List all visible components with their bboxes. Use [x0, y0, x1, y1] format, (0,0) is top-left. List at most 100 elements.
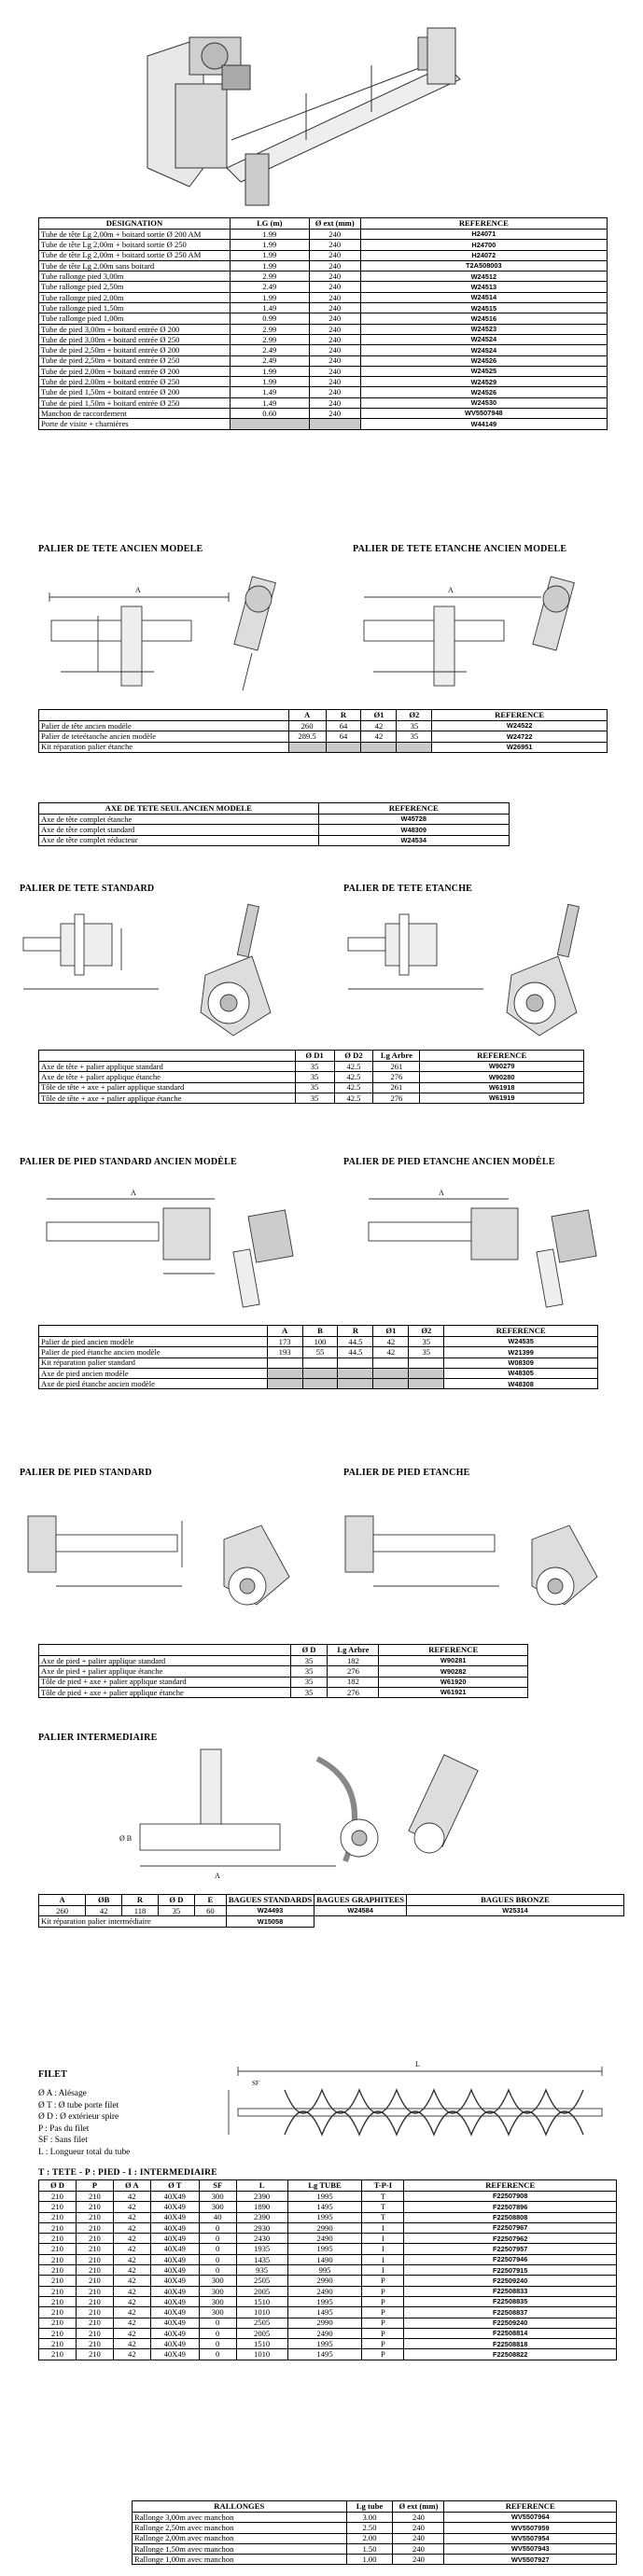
- palier-pied-etanche-ancien-drawing: A: [368, 1189, 597, 1308]
- table-cell: 261: [372, 1060, 421, 1073]
- table-cell: 1495: [287, 2201, 363, 2213]
- table-cell: 42: [112, 2221, 151, 2235]
- table-cell: W25314: [406, 1904, 624, 1917]
- table-cell: W24529: [359, 376, 608, 388]
- table-cell: [360, 741, 398, 753]
- table-cell: 1495: [287, 2306, 363, 2318]
- table-cell: T: [361, 2201, 405, 2213]
- table-cell: 276: [372, 1092, 421, 1105]
- table-cell: 42: [112, 2253, 151, 2266]
- table-cell: 42: [112, 2190, 151, 2203]
- table-row: Tube de pied 3,00m + boitard entrée Ø 20…: [38, 323, 608, 335]
- table-cell: W24525: [359, 365, 608, 378]
- table-cell: 300: [198, 2201, 237, 2213]
- header-spacer: [38, 709, 289, 721]
- table-cell: 42: [360, 719, 398, 732]
- table-cell: P: [361, 2317, 405, 2329]
- table-cell: 35: [408, 1346, 445, 1358]
- table-cell: W24530: [359, 397, 608, 410]
- title-palier-tete-ancien: PALIER DE TETE ANCIEN MODELE: [38, 544, 203, 554]
- table-cell: Tôle de tête + axe + palier applique sta…: [38, 1081, 296, 1093]
- table-cell: 240: [308, 271, 361, 283]
- table-cell: [266, 1357, 303, 1369]
- table-cell: W45728: [317, 813, 510, 826]
- table-cell: W48308: [443, 1378, 598, 1390]
- table-cell: 210: [38, 2190, 77, 2203]
- table-cell: P: [361, 2295, 405, 2308]
- column-header: REFERENCE: [431, 709, 608, 721]
- table-row: Tube de pied 2,00m + boitard entrée Ø 20…: [38, 365, 608, 378]
- table-cell: 35: [396, 719, 433, 732]
- table-cell: F22508833: [403, 2285, 617, 2297]
- table-cell: 300: [198, 2275, 237, 2287]
- table-cell: 261: [372, 1081, 421, 1093]
- table-cell: 35: [289, 1654, 328, 1667]
- table-cell: WV5507959: [443, 2522, 617, 2534]
- dim-ob-label: Ø B: [119, 1834, 132, 1843]
- palier-pied-ancien-drawing: A: [46, 1189, 294, 1308]
- table-cell: 300: [198, 2306, 237, 2318]
- table-cell: Rallonge 2,00m avec manchon: [132, 2532, 347, 2544]
- table-cell: 1.49: [229, 386, 310, 398]
- table-cell: 240: [308, 386, 361, 398]
- table-cell: 2.99: [229, 333, 310, 346]
- table-cell: Tube de pied 3,00m + boitard entrée Ø 25…: [38, 333, 231, 346]
- table-cell: 1995: [287, 2211, 363, 2223]
- table-cell: 210: [38, 2211, 77, 2223]
- table-cell: [301, 1367, 339, 1380]
- table-row: Tube de tête Lg 2,00m + boitard sortie Ø…: [38, 249, 608, 261]
- table-cell: 1010: [235, 2306, 288, 2318]
- column-header: Ø ext (mm): [392, 2500, 445, 2513]
- table-cell: [301, 1357, 339, 1369]
- table-cell: 240: [308, 228, 361, 241]
- table-cell: W48309: [317, 824, 510, 836]
- column-header: SF: [198, 2179, 237, 2192]
- table-cell: Manchon de raccordement: [38, 408, 231, 420]
- table-cell: F22508837: [403, 2306, 617, 2318]
- palier-tete-etanche-drawing: [347, 903, 580, 1037]
- table-cell: 42: [112, 2348, 151, 2360]
- table-cell: 0.60: [229, 408, 310, 420]
- table-cell: Palier de pied ancien modèle: [38, 1335, 268, 1348]
- table-cell: 42: [112, 2338, 151, 2350]
- table-cell: 0: [198, 2327, 237, 2340]
- table-cell: Axe de tête + palier applique étanche: [38, 1071, 296, 1083]
- table-cell: 210: [75, 2275, 114, 2287]
- palier-tete-ancien-drawing: A: [49, 576, 276, 691]
- palier-tete-etanche-ancien-drawing: A: [363, 576, 575, 687]
- legend-item: Ø D : Ø extérieur spire: [38, 2112, 119, 2122]
- table-cell: W24523: [359, 323, 608, 335]
- table-cell: P: [361, 2327, 405, 2340]
- table-cell: F22509240: [403, 2275, 617, 2287]
- column-header: Ø T: [149, 2179, 200, 2192]
- table-cell: 1.99: [229, 249, 310, 261]
- table-cell: 210: [38, 2327, 77, 2340]
- table-cell: 1995: [287, 2190, 363, 2203]
- table-cell: Tube de tête Lg 2,00m + boitard sortie Ø…: [38, 228, 231, 241]
- table-cell: Tube rallonge pied 1,50m: [38, 302, 231, 314]
- table-cell: 210: [75, 2306, 114, 2318]
- table-cell: 1.99: [229, 259, 310, 272]
- table-cell: 2390: [235, 2211, 288, 2223]
- table-cell: P: [361, 2306, 405, 2318]
- table-cell: 42.5: [333, 1060, 374, 1073]
- table-cell: 173: [266, 1335, 303, 1348]
